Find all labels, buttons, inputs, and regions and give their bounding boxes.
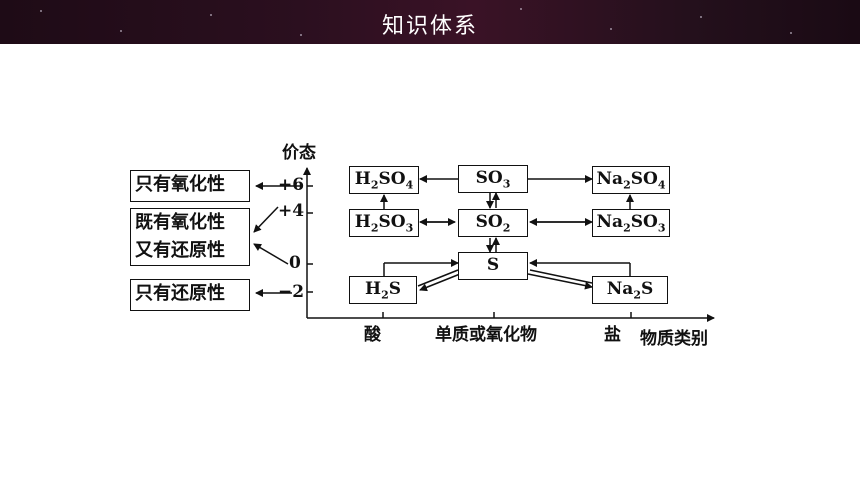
species-so2: SO2: [458, 209, 528, 237]
tick-label-plus4: +4: [278, 201, 305, 221]
property-box-both: 既有氧化性 又有还原性: [130, 208, 250, 266]
property-box-oxidizing: 只有氧化性: [130, 170, 250, 202]
species-h2so3: H2SO3: [349, 209, 419, 237]
property-text: 既有氧化性: [135, 212, 225, 233]
tick-label-minus2: −2: [278, 282, 305, 302]
star-decoration: [610, 28, 612, 30]
y-axis-label: 价态: [282, 143, 316, 163]
star-decoration: [40, 10, 42, 12]
property-box-reducing: 只有还原性: [130, 279, 250, 311]
category-label-salt: 盐: [604, 325, 621, 345]
species-na2so3: Na2SO3: [592, 209, 670, 237]
x-axis-label: 物质类别: [640, 329, 708, 349]
line-s-h2s: [417, 269, 459, 287]
species-h2so4: H2SO4: [349, 166, 419, 194]
arrow-s-na2s: [527, 273, 593, 290]
arrow-both: [253, 243, 289, 265]
tick-label-zero: 0: [289, 253, 301, 273]
arrow-both: [253, 206, 279, 233]
star-decoration: [790, 32, 792, 34]
star-decoration: [300, 34, 302, 36]
species-na2so4: Na2SO4: [592, 166, 670, 194]
property-text: 又有还原性: [135, 240, 225, 261]
tick-label-plus6: +6: [278, 175, 305, 195]
arrow-s-h2s: [419, 273, 461, 292]
star-decoration: [120, 30, 122, 32]
property-text: 只有氧化性: [135, 174, 225, 195]
line-s-na2s: [529, 269, 593, 284]
star-decoration: [700, 16, 702, 18]
star-decoration: [520, 8, 522, 10]
category-label-element-oxide: 单质或氧化物: [435, 325, 537, 345]
header-banner: 知识体系: [0, 0, 860, 44]
species-h2s: H2S: [349, 276, 417, 304]
species-s: S: [458, 252, 528, 280]
property-text: 只有还原性: [135, 283, 225, 304]
species-na2s: Na2S: [592, 276, 668, 304]
species-so3: SO3: [458, 165, 528, 193]
category-label-acid: 酸: [364, 325, 381, 345]
star-decoration: [210, 14, 212, 16]
banner-title: 知识体系: [381, 14, 478, 39]
